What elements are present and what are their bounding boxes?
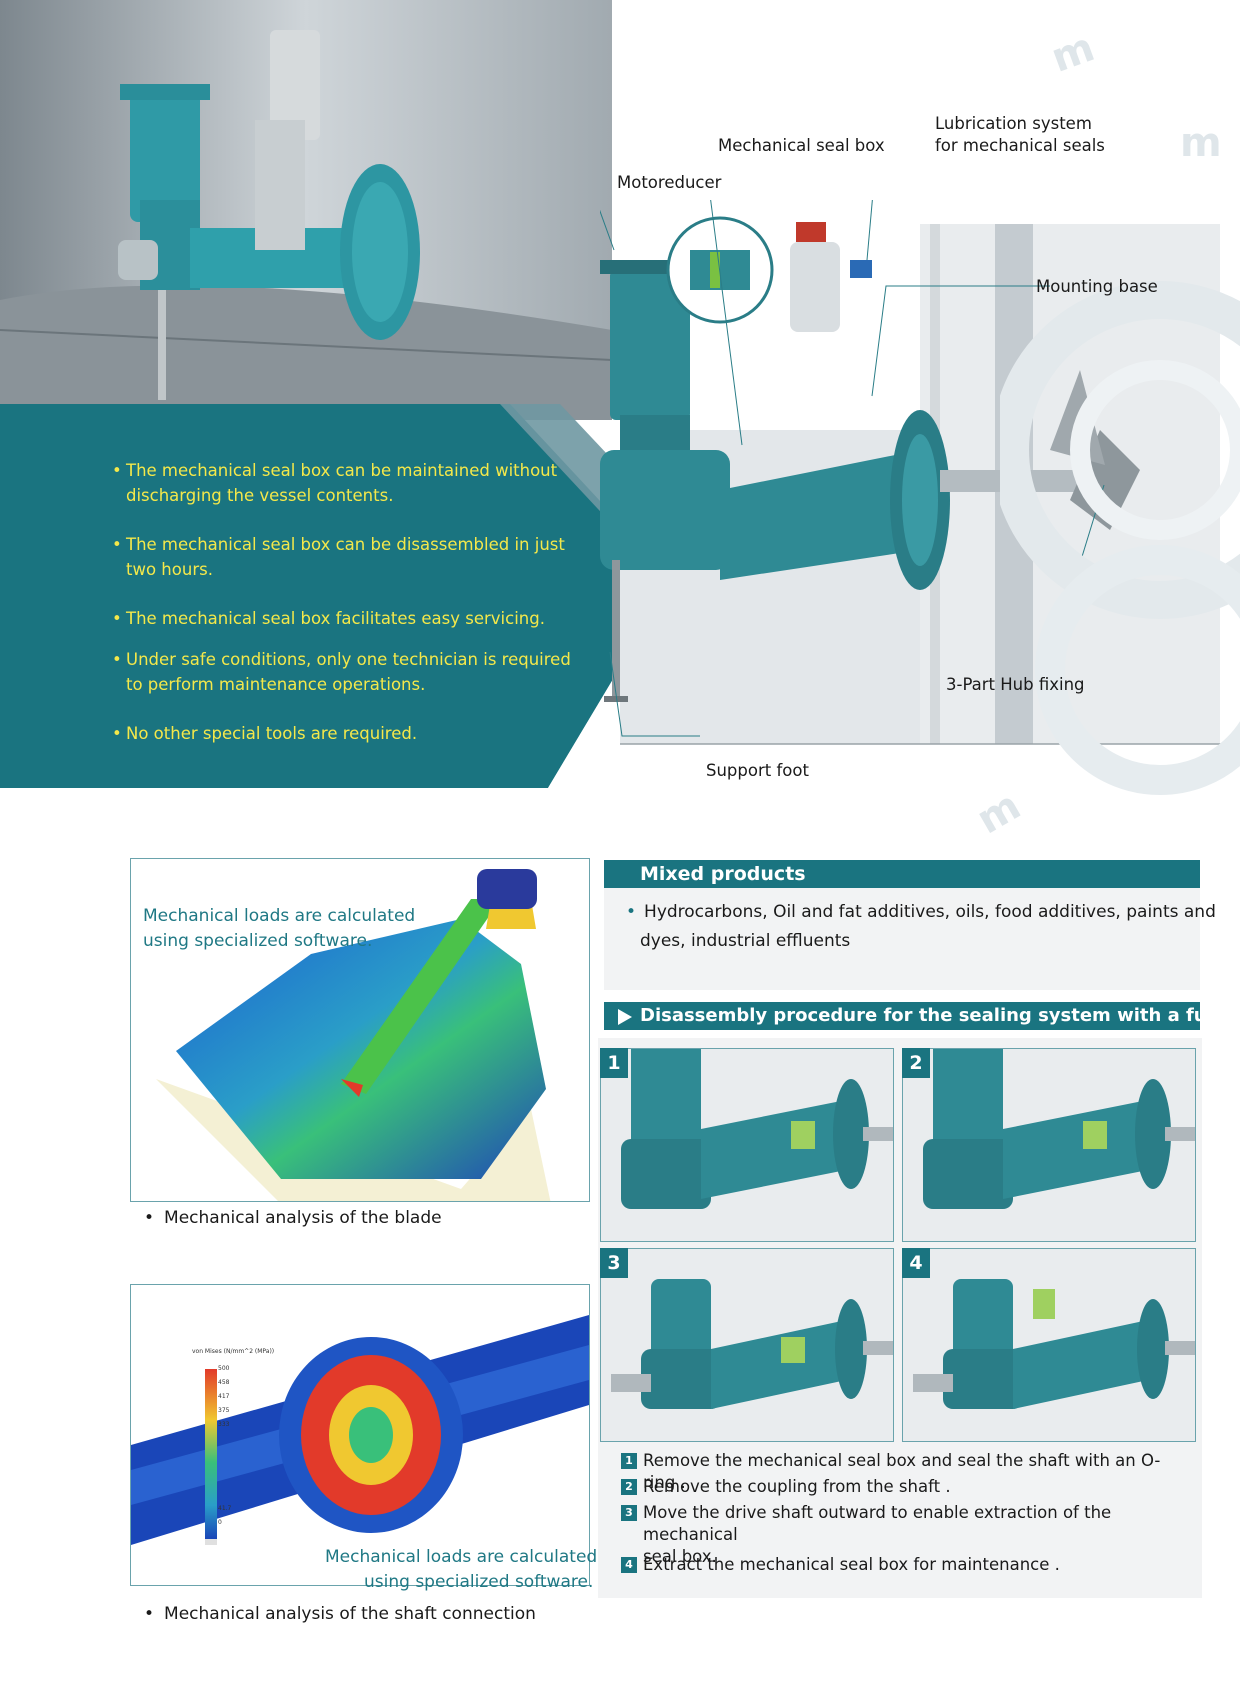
legend-value: 417 xyxy=(218,1393,230,1400)
label-motoreducer: Motoreducer xyxy=(617,173,722,192)
mixed-line-1: Hydrocarbons, Oil and fat additives, oil… xyxy=(644,902,1216,922)
step-badge-1: 1 xyxy=(600,1048,628,1078)
procedure-title: Disassembly procedure for the sealing sy… xyxy=(640,1005,1240,1026)
procedure-step: 2 Remove the coupling from the shaft . xyxy=(621,1476,951,1498)
step-number: 4 xyxy=(621,1557,637,1573)
legend-value: 333 xyxy=(218,1421,230,1428)
step-number: 2 xyxy=(621,1479,637,1495)
procedure-header: Disassembly procedure for the sealing sy… xyxy=(604,1002,1240,1030)
feature-bullet: The mechanical seal box facilitates easy… xyxy=(112,606,545,631)
shaft-caption-line2: using specialized software. xyxy=(364,1572,594,1592)
step-image-2 xyxy=(902,1048,1196,1242)
bullet-icon: • xyxy=(626,902,637,922)
step-image-1 xyxy=(600,1048,894,1242)
procedure-steps: 1 Remove the mechanical seal box and sea… xyxy=(621,1450,1191,1580)
feature-bullet: The mechanical seal box can be maintaine… xyxy=(112,458,592,508)
procedure-step: 1 Remove the mechanical seal box and sea… xyxy=(621,1450,1191,1494)
procedure-step: 3 Move the drive shaft outward to enable… xyxy=(621,1502,1191,1568)
step-image-4 xyxy=(902,1248,1196,1442)
legend-value: 500 xyxy=(218,1365,230,1372)
step-text: Extract the mechanical seal box for main… xyxy=(643,1555,1060,1574)
procedure-step: 4 Extract the mechanical seal box for ma… xyxy=(621,1554,1060,1576)
label-lubrication-1: Lubrication system xyxy=(935,114,1092,133)
legend-title: von Mises (N/mm^2 (MPa)) xyxy=(192,1348,275,1355)
feature-bullet: No other special tools are required. xyxy=(112,721,417,746)
logo-mark: m xyxy=(1045,24,1101,82)
step-text-line2: seal box. xyxy=(643,1547,717,1566)
label-mounting-base: Mounting base xyxy=(1036,277,1158,296)
mixed-line-2: dyes, industrial effluents xyxy=(640,931,851,951)
step-badge-3: 3 xyxy=(600,1248,628,1278)
label-seal-box: Mechanical seal box xyxy=(718,136,885,155)
blade-caption-line2: using specialized software. xyxy=(143,931,373,951)
blade-analysis-figure xyxy=(130,858,590,1202)
shaft-analysis-note: Mechanical analysis of the shaft connect… xyxy=(144,1604,536,1624)
legend-value: 0 xyxy=(218,1519,222,1526)
feature-bullet: Under safe conditions, only one technici… xyxy=(112,647,592,697)
step-text: Move the drive shaft outward to enable e… xyxy=(643,1502,1191,1568)
legend-values: 500 458 417 375 333 41.7 0 xyxy=(218,1362,248,1530)
step-text: Remove the mechanical seal box and seal … xyxy=(643,1451,1161,1492)
shaft-caption-line1: Mechanical loads are calculated xyxy=(325,1547,598,1567)
legend-value: 458 xyxy=(218,1379,230,1386)
blade-analysis-note: Mechanical analysis of the blade xyxy=(144,1208,442,1228)
label-hub-fixing: 3-Part Hub fixing xyxy=(946,675,1085,694)
tank-photo xyxy=(0,0,612,420)
legend-value: 375 xyxy=(218,1407,230,1414)
legend-value: 41.7 xyxy=(218,1505,232,1512)
logo-watermark xyxy=(1000,281,1240,795)
logo-mark: m xyxy=(1180,120,1222,166)
shaft-analysis-figure xyxy=(130,1284,590,1586)
step-number: 3 xyxy=(621,1505,637,1521)
step-badge-2: 2 xyxy=(902,1048,930,1078)
step-number: 1 xyxy=(621,1453,637,1469)
step-text-line1: Move the drive shaft outward to enable e… xyxy=(643,1503,1112,1544)
feature-bullet: The mechanical seal box can be disassemb… xyxy=(112,532,592,582)
mixed-products-title: Mixed products xyxy=(604,860,1200,888)
step-image-3 xyxy=(600,1248,894,1442)
mixed-products-text: • Hydrocarbons, Oil and fat additives, oi… xyxy=(626,898,1216,927)
step-text: Remove the coupling from the shaft . xyxy=(643,1477,951,1496)
blade-caption-line1: Mechanical loads are calculated xyxy=(143,906,416,926)
play-arrow-icon xyxy=(618,1009,632,1025)
label-lubrication-2: for mechanical seals xyxy=(935,136,1105,155)
step-badge-4: 4 xyxy=(902,1248,930,1278)
label-support-foot: Support foot xyxy=(706,761,809,780)
